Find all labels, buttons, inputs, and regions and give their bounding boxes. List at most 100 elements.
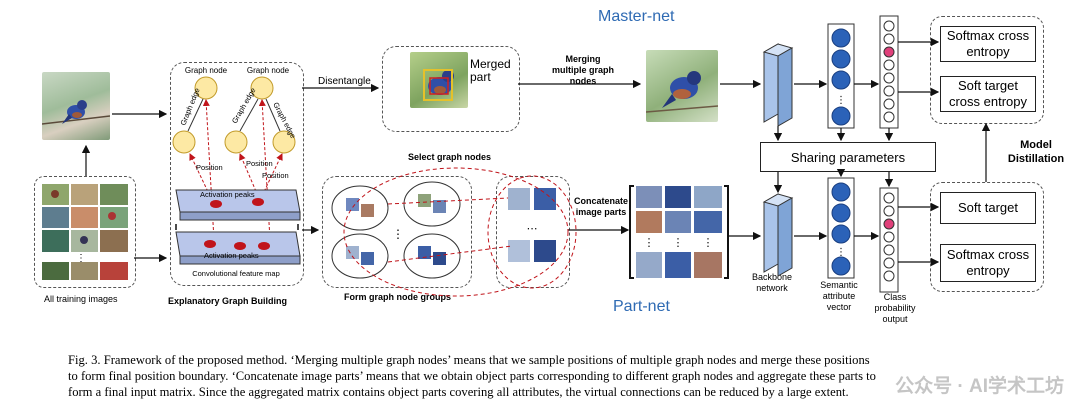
part-sem-dots: ⋮ bbox=[836, 247, 846, 258]
merging-multiple-label: Merging multiple graph nodes bbox=[551, 54, 614, 86]
master-sem-2 bbox=[831, 49, 851, 69]
part-loss-group bbox=[930, 182, 1044, 292]
select-graph-nodes-label: Select graph nodes bbox=[408, 152, 492, 162]
position-label-1: Position bbox=[196, 163, 223, 172]
activation-peaks-top-label: Activation peaks bbox=[200, 190, 255, 199]
graph-edge-1 bbox=[187, 98, 204, 132]
svg-text:⋮: ⋮ bbox=[644, 236, 655, 249]
position-line-5 bbox=[261, 153, 283, 197]
model-distillation-label: Model Distillation bbox=[1007, 139, 1065, 165]
graph-node-mid-right bbox=[272, 130, 296, 154]
training-images-group bbox=[34, 176, 136, 288]
master-sem-4 bbox=[831, 106, 851, 126]
group-patch-4a bbox=[418, 246, 431, 259]
part-class-2 bbox=[883, 205, 895, 217]
part-net-title: Part-net bbox=[613, 298, 670, 315]
groups-dots: ⋮ bbox=[392, 227, 404, 241]
explanatory-graph-label: Explanatory Graph Building bbox=[168, 296, 288, 306]
sharing-parameters-box: Sharing parameters bbox=[760, 142, 936, 172]
graph-node-groups-box bbox=[322, 176, 472, 288]
graph-node-top-left bbox=[194, 76, 218, 100]
selected-patch-4 bbox=[534, 240, 556, 262]
figure: Master-net Part-net ⋮ All training image… bbox=[34, 8, 1065, 324]
group-patch-3a bbox=[346, 246, 359, 259]
caption-line-2: to form final position boundary. ‘Concat… bbox=[68, 369, 876, 383]
node-group-1 bbox=[331, 185, 389, 231]
softmax-ce-bottom: Softmax cross entropy bbox=[940, 244, 1036, 282]
activation-peak-4 bbox=[234, 242, 246, 250]
master-class-vector bbox=[879, 15, 899, 129]
position-line-2 bbox=[202, 99, 215, 241]
class-probability-label: Class probability output bbox=[874, 292, 916, 324]
node-group-2 bbox=[403, 181, 461, 227]
caption-line-1: Fig. 3. Framework of the proposed method… bbox=[68, 353, 870, 367]
concat-bracket-right bbox=[724, 185, 729, 279]
selected-patch-2 bbox=[534, 188, 556, 210]
group-patch-2b bbox=[433, 200, 446, 213]
part-class-4 bbox=[883, 231, 895, 243]
position-label-2: Position bbox=[246, 159, 273, 168]
semantic-attribute-label: Semantic attribute vector bbox=[820, 280, 858, 312]
soft-target: Soft target bbox=[940, 192, 1036, 224]
part-sem-4 bbox=[831, 256, 851, 276]
graph-edge-3 bbox=[265, 98, 281, 132]
activation-peak-5 bbox=[258, 242, 270, 250]
backbone-network-label: Backbone network bbox=[752, 272, 793, 293]
graph-node-top-right bbox=[250, 76, 274, 100]
figure-diagram-svg: Graph node Graph node Graph edge Graph e… bbox=[81, 15, 991, 297]
position-line-4 bbox=[258, 99, 271, 241]
master-class-4 bbox=[883, 59, 895, 71]
conv-feature-map-label: Convolutional feature map bbox=[192, 269, 280, 278]
graph-edge-label-1: Graph edge bbox=[179, 87, 202, 127]
part-sem-1 bbox=[831, 182, 851, 202]
group-patch-3b bbox=[361, 252, 374, 265]
part-class-7 bbox=[883, 270, 895, 282]
master-backbone-face bbox=[777, 47, 793, 127]
soft-target-ce: Soft target cross entropy bbox=[940, 76, 1036, 112]
merged-part-box bbox=[382, 46, 520, 132]
part-class-3 bbox=[883, 218, 895, 230]
master-sem-dots: ⋮ bbox=[836, 95, 846, 106]
master-class-3 bbox=[883, 46, 895, 58]
group-patch-4b bbox=[433, 252, 446, 265]
merged-part-label: Merged part bbox=[470, 57, 511, 84]
part-class-6 bbox=[883, 257, 895, 269]
part-sem-3 bbox=[831, 224, 851, 244]
watermark: 公众号 · AI学术工坊 bbox=[895, 376, 1064, 397]
activation-peak-3 bbox=[204, 240, 216, 248]
position-line-3 bbox=[239, 153, 259, 197]
svg-text:⋮: ⋮ bbox=[703, 236, 714, 249]
concatenate-label: Concatenate image parts bbox=[574, 196, 629, 217]
feature-map-bottom-side bbox=[179, 255, 301, 265]
master-class-7 bbox=[883, 98, 895, 110]
part-class-5 bbox=[883, 244, 895, 256]
master-sem-3 bbox=[831, 70, 851, 90]
concatenated-parts-grid: ⋮ ⋮ ⋮ bbox=[636, 186, 722, 278]
training-image-grid bbox=[42, 184, 128, 252]
activation-peak-2 bbox=[252, 198, 264, 206]
figure-caption: Fig. 3. Framework of the proposed method… bbox=[68, 352, 1068, 400]
activation-peak-1 bbox=[210, 200, 222, 208]
training-image-bird bbox=[42, 72, 110, 140]
concat-bracket-left bbox=[629, 185, 634, 279]
group-patch-1b bbox=[361, 204, 374, 217]
graph-edge-label-2: Graph edge bbox=[230, 86, 258, 125]
select-link-1 bbox=[387, 197, 509, 205]
master-class-8 bbox=[883, 111, 895, 123]
form-graph-node-groups-label: Form graph node groups bbox=[344, 292, 451, 302]
graph-node-mid-left bbox=[172, 130, 196, 154]
graph-edge-2 bbox=[239, 98, 259, 132]
graph-node-label-left: Graph node bbox=[185, 66, 228, 75]
softmax-ce-top: Softmax cross entropy bbox=[940, 26, 1036, 62]
sharing-parameters-label: Sharing parameters bbox=[790, 149, 906, 165]
all-training-images-label: All training images bbox=[44, 294, 118, 304]
master-class-6 bbox=[883, 85, 895, 97]
part-sem-2 bbox=[831, 203, 851, 223]
position-label-3: Position bbox=[262, 171, 289, 180]
node-group-3 bbox=[331, 233, 389, 279]
caption-line-3: form a final input matrix. Since the agg… bbox=[68, 385, 849, 399]
master-input-image bbox=[646, 50, 718, 122]
position-line-1 bbox=[189, 153, 211, 197]
group-patch-2a bbox=[418, 194, 431, 207]
explanatory-graph-box bbox=[170, 62, 304, 286]
